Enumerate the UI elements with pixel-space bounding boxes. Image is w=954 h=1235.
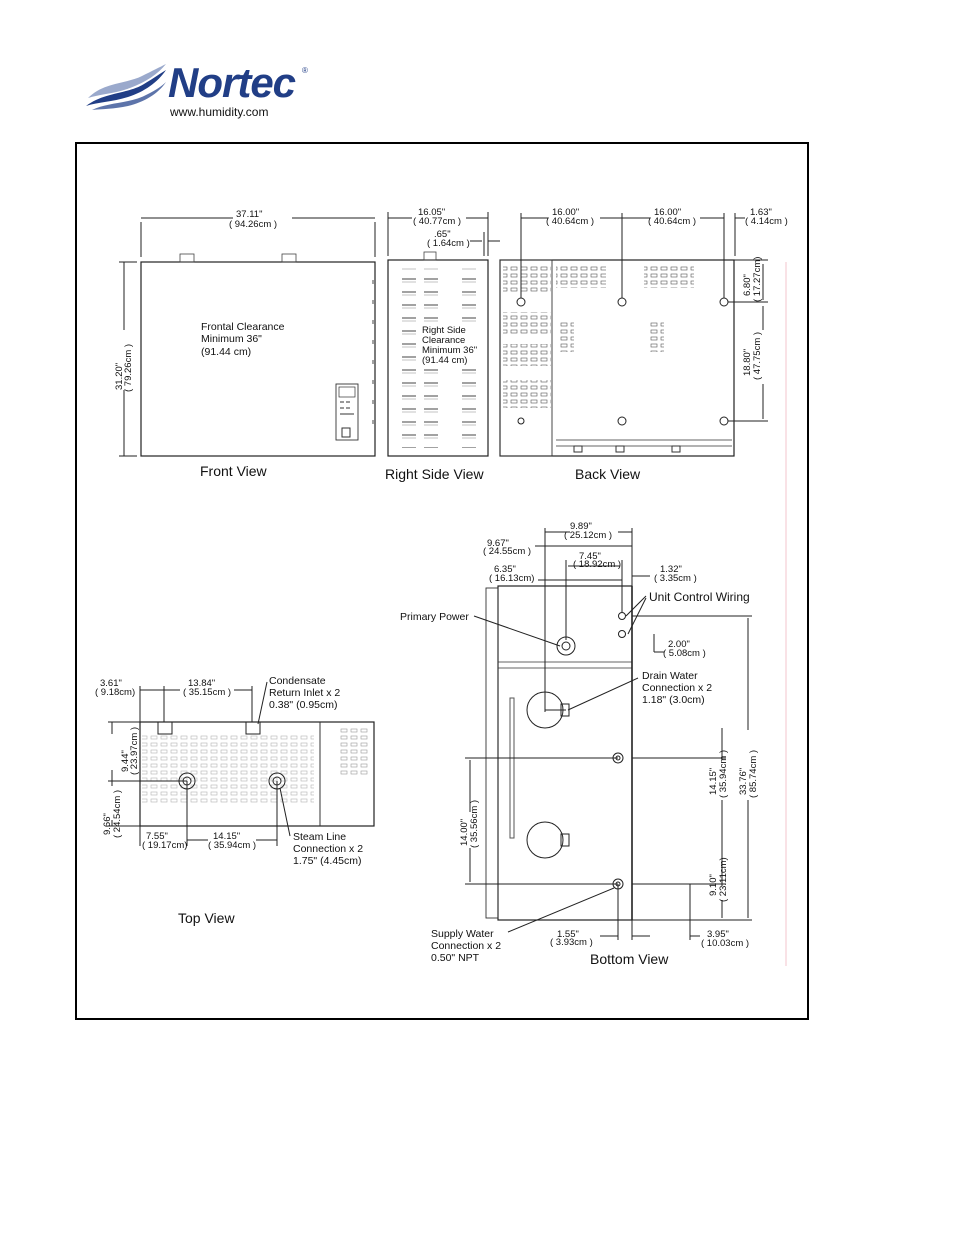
drawing-frame — [75, 142, 809, 1020]
bottom-d5-cm: ( 3.35cm ) — [654, 573, 697, 584]
unit-control-wiring-label: Unit Control Wiring — [649, 590, 750, 604]
bottom-d1-in: 9.89" — [570, 521, 592, 532]
bottom-view: 9.89" ( 25.12cm ) 9.67" ( 24.55cm ) 7.45… — [400, 521, 759, 967]
front-width-cm: ( 94.26cm ) — [229, 219, 277, 230]
right-clearance-2: Clearance — [422, 335, 465, 346]
back-v1-cm: ( 17.27cm) — [752, 257, 763, 302]
front-clearance-2: Minimum 36" — [201, 333, 262, 345]
steam-label-3: 1.75" (4.45cm) — [293, 855, 362, 867]
primary-power-label: Primary Power — [400, 611, 469, 623]
back-edge-cm: ( 4.14cm ) — [745, 216, 788, 227]
back-v2-cm: ( 47.75cm ) — [752, 332, 763, 380]
control-panel — [335, 383, 359, 441]
brand-url: www.humidity.com — [170, 105, 269, 119]
back-v1-in: 6.80" — [742, 274, 753, 296]
back-span1-in: 16.00" — [552, 207, 579, 218]
steam-label-1: Steam Line — [293, 831, 346, 843]
bottom-d9-cm: ( 35.56cm ) — [469, 800, 480, 848]
front-view-title: Front View — [200, 463, 268, 479]
bottom-d11-in: 1.55" — [557, 929, 579, 940]
right-clearance-4: (91.44 cm) — [422, 355, 467, 366]
bottom-d4-in: 6.35" — [494, 564, 516, 575]
top-view-title: Top View — [178, 910, 235, 926]
top-d1-in: 3.61" — [100, 678, 122, 689]
back-span2-cm: ( 40.64cm ) — [648, 216, 696, 227]
wave-logo-icon — [86, 64, 166, 110]
brand-name: Nortec — [168, 59, 296, 106]
bottom-d7-cm: ( 35.94cm ) — [718, 750, 729, 798]
bottom-d9-in: 14.00" — [459, 819, 470, 846]
registered-mark: ® — [302, 66, 308, 75]
back-view: 16.00" ( 40.64cm ) 16.00" ( 40.64cm ) 1.… — [499, 207, 788, 482]
right-clearance-3: Minimum 36" — [422, 345, 477, 356]
top-d2-cm: ( 35.15cm ) — [183, 687, 231, 698]
top-d4-in: 9.66" — [102, 813, 113, 835]
condensate-label-3: 0.38" (0.95cm) — [269, 699, 338, 711]
supply-label-1: Supply Water — [431, 928, 494, 940]
top-view: 3.61" ( 9.18cm) 13.84" ( 35.15cm ) 9.44"… — [95, 675, 375, 926]
top-d6-cm: ( 35.94cm ) — [208, 840, 256, 851]
supply-label-3: 0.50" NPT — [431, 952, 480, 964]
right-view-outline — [387, 259, 489, 457]
top-d1-cm: ( 9.18cm) — [95, 687, 135, 698]
right-view-title: Right Side View — [385, 466, 484, 482]
back-span1-cm: ( 40.64cm ) — [546, 216, 594, 227]
bottom-d8-cm: ( 85.74cm ) — [748, 750, 759, 798]
front-clearance-1: Frontal Clearance — [201, 321, 285, 333]
bottom-d6-cm: ( 5.08cm ) — [663, 648, 706, 659]
top-d2-in: 13.84" — [188, 678, 215, 689]
condensate-label-1: Condensate — [269, 675, 326, 687]
bottom-d3-in: 7.45" — [579, 551, 601, 562]
bottom-view-title: Bottom View — [590, 951, 669, 967]
drain-label-3: 1.18" (3.0cm) — [642, 694, 705, 706]
right-depth-cm: ( 40.77cm ) — [413, 216, 461, 227]
right-depth-in: 16.05" — [418, 207, 445, 218]
bottom-d11-cm: ( 3.93cm ) — [550, 937, 593, 948]
bottom-d7-in: 14.15" — [708, 768, 719, 795]
right-offset-in: .65" — [434, 229, 451, 240]
top-d3-cm: ( 23.97cm ) — [129, 727, 140, 775]
front-view-outline — [140, 261, 376, 457]
bottom-d2-cm: ( 24.55cm ) — [483, 546, 531, 557]
front-clearance-3: (91.44 cm) — [201, 346, 251, 358]
bottom-d10-cm: ( 23.11cm) — [718, 857, 729, 902]
back-v2-in: 18.80" — [742, 349, 753, 376]
right-side-view: 16.05" ( 40.77cm ) .65" ( 1.64cm ) Right… — [385, 207, 500, 482]
top-d5-in: 7.55" — [146, 831, 168, 842]
bottom-d5-in: 1.32" — [660, 564, 682, 575]
back-span2-in: 16.00" — [654, 207, 681, 218]
back-view-title: Back View — [575, 466, 641, 482]
bottom-d4-cm: ( 16.13cm) — [489, 573, 534, 584]
bottom-view-outline — [497, 585, 633, 921]
front-view: 37.11" ( 94.26cm ) 31.20" ( 79.26cm ) Fr… — [114, 209, 376, 479]
front-height-in: 31.20" — [114, 363, 125, 390]
top-d5-cm: ( 19.17cm) — [142, 840, 187, 851]
back-edge-in: 1.63" — [750, 207, 772, 218]
bottom-d12-in: 3.95" — [707, 929, 729, 940]
condensate-label-2: Return Inlet x 2 — [269, 687, 340, 699]
front-height-cm: ( 79.26cm ) — [123, 344, 134, 392]
bottom-d3-cm: ( 18.92cm ) — [573, 559, 621, 570]
supply-label-2: Connection x 2 — [431, 940, 501, 952]
steam-label-2: Connection x 2 — [293, 843, 363, 855]
bottom-d10-in: 9.10" — [708, 874, 719, 896]
drain-label-1: Drain Water — [642, 670, 698, 682]
top-d3-in: 9.44" — [120, 750, 131, 772]
front-width-in: 37.11" — [236, 209, 262, 220]
top-d4-cm: ( 24.54cm ) — [112, 790, 123, 838]
bottom-d1-cm: ( 25.12cm ) — [564, 530, 612, 541]
right-offset-cm: ( 1.64cm ) — [427, 238, 470, 249]
drain-label-2: Connection x 2 — [642, 682, 712, 694]
bottom-d6-in: 2.00" — [668, 639, 690, 650]
nortec-logo: Nortec ® www.humidity.com — [86, 58, 316, 122]
right-clearance-1: Right Side — [422, 325, 466, 336]
bottom-d12-cm: ( 10.03cm ) — [701, 938, 749, 949]
bottom-d8-in: 33.76" — [738, 768, 749, 795]
top-d6-in: 14.15" — [213, 831, 240, 842]
bottom-d2-in: 9.67" — [487, 538, 509, 549]
